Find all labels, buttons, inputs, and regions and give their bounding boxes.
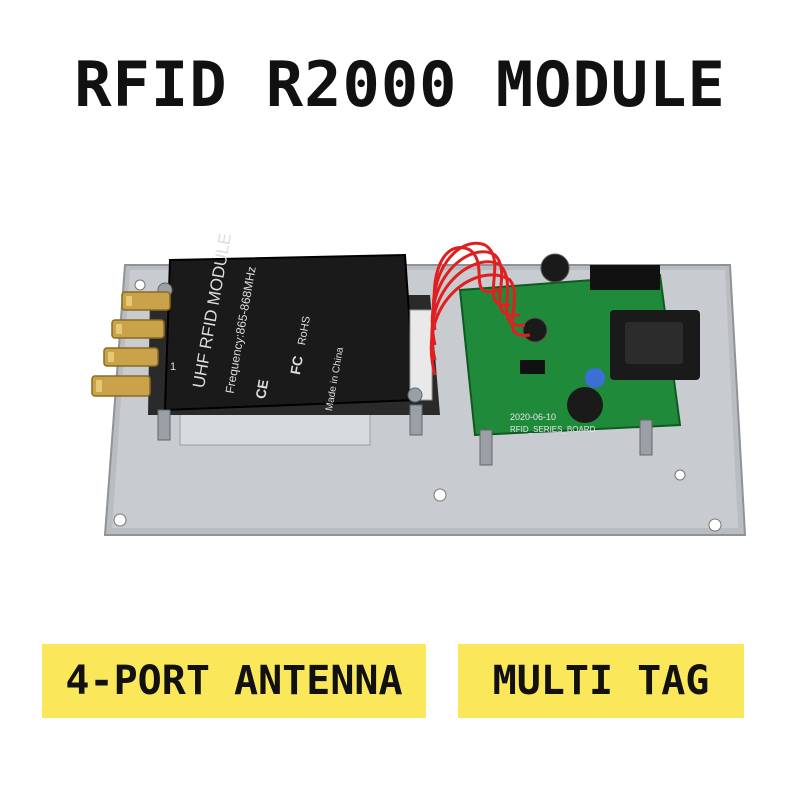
cert-ce: CE bbox=[252, 378, 271, 400]
product-photo: UHF RFID MODULE Frequency:865-868MHz Mad… bbox=[91, 232, 747, 536]
sma-antenna-ports bbox=[91, 291, 171, 397]
page-title: RFID R2000 MODULE bbox=[74, 48, 726, 121]
board-name: RFID_SERIES_BOARD bbox=[510, 425, 596, 434]
red-wire-bundle bbox=[429, 241, 531, 376]
capacitor bbox=[522, 317, 548, 343]
ribbon-connector bbox=[409, 309, 433, 401]
cert-rohs: RoHS bbox=[296, 315, 313, 346]
badge-four-port-antenna: 4-PORT ANTENNA bbox=[42, 644, 426, 718]
buzzer bbox=[567, 387, 603, 423]
port-number: 1 bbox=[170, 361, 176, 373]
badge-multi-tag: MULTI TAG bbox=[458, 644, 744, 718]
board-date: 2020-06-10 bbox=[510, 412, 556, 422]
chip bbox=[520, 360, 545, 374]
cert-fc: FC bbox=[287, 355, 306, 376]
capacitor bbox=[540, 253, 570, 283]
